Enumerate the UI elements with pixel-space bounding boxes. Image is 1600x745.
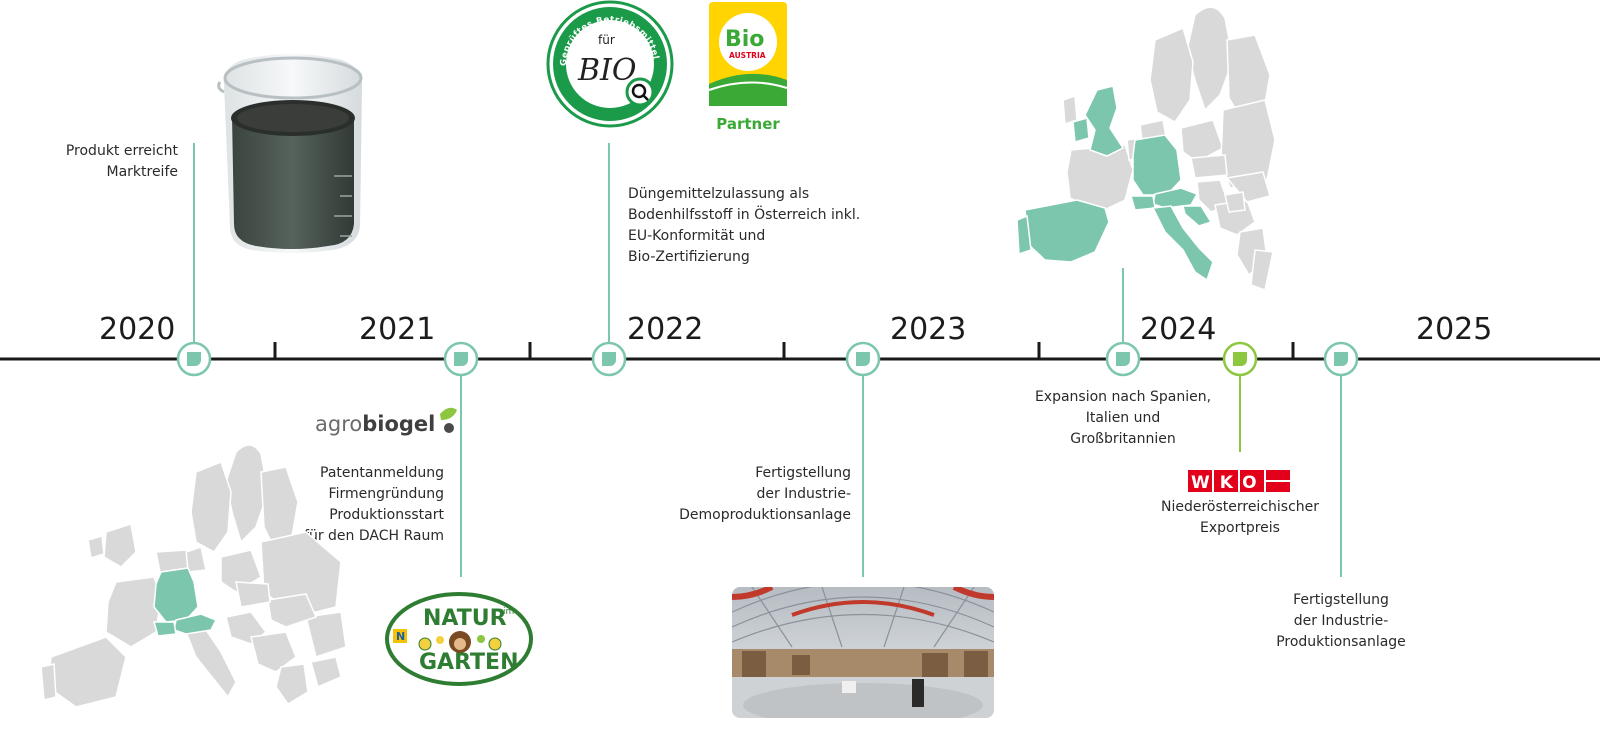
- magnifier-icon: [631, 83, 647, 99]
- marker-2022[interactable]: [590, 340, 630, 380]
- map-italy: [1151, 205, 1214, 282]
- factory-panorama-image: [732, 587, 994, 718]
- marker-2021[interactable]: [442, 340, 482, 380]
- map-germany-2: [1132, 134, 1182, 196]
- marker-2020[interactable]: [175, 340, 215, 380]
- map-switzerland: [153, 621, 177, 637]
- marker-2023[interactable]: [844, 340, 884, 380]
- seal-fuer-text: für: [598, 33, 615, 47]
- map-germany: [153, 567, 199, 623]
- map-croatia: [1182, 205, 1213, 227]
- year-2022: 2022: [627, 312, 704, 347]
- marker-2024b[interactable]: [1221, 340, 1261, 380]
- year-2020: 2020: [99, 312, 176, 347]
- map-spain: [1024, 199, 1110, 263]
- agrobiogel-logo: agrobiogel: [315, 407, 465, 444]
- map-ireland: [1072, 117, 1090, 143]
- connectors: [193, 143, 1342, 577]
- wko-logo: WKO: [1188, 470, 1290, 493]
- wko-letters: WKO: [1191, 473, 1267, 493]
- beaker-image: [217, 54, 363, 253]
- seal-bio-text: BIO: [577, 53, 637, 88]
- map-uk: [1084, 85, 1125, 157]
- europe-map-dach: [40, 444, 347, 708]
- im-text: im: [503, 607, 514, 617]
- natur-im-garten-logo: NATUR im GARTEN N: [385, 592, 533, 686]
- map-portugal: [1016, 214, 1032, 256]
- year-2023: 2023: [890, 312, 967, 347]
- bio-austria-partner-label: Partner: [716, 115, 780, 133]
- natur-text: NATUR: [423, 606, 507, 631]
- marker-2024a[interactable]: [1104, 340, 1144, 380]
- logo-agro-text: agro: [315, 412, 363, 436]
- bio-certification-seal: Geprüftes Betriebsmittel EASY-CERT servi…: [546, 0, 674, 128]
- logo-biogel-text: biogel: [362, 412, 436, 436]
- year-2025: 2025: [1416, 312, 1493, 347]
- leaf-icon: [440, 407, 457, 433]
- bio-austria-country-text: AUSTRIA: [729, 51, 766, 60]
- bio-austria-bio-text: Bio: [725, 27, 764, 52]
- year-ticks: [273, 342, 1295, 359]
- year-2021: 2021: [359, 312, 436, 347]
- garten-text: GARTEN: [419, 650, 518, 675]
- bio-austria-logo: Bio AUSTRIA Partner: [708, 2, 789, 134]
- map-switzerland-2: [1130, 195, 1156, 211]
- marker-2025[interactable]: [1322, 340, 1362, 380]
- noe-badge: N: [396, 630, 405, 643]
- year-2024: 2024: [1140, 312, 1217, 347]
- europe-map-expansion: [1016, 6, 1276, 291]
